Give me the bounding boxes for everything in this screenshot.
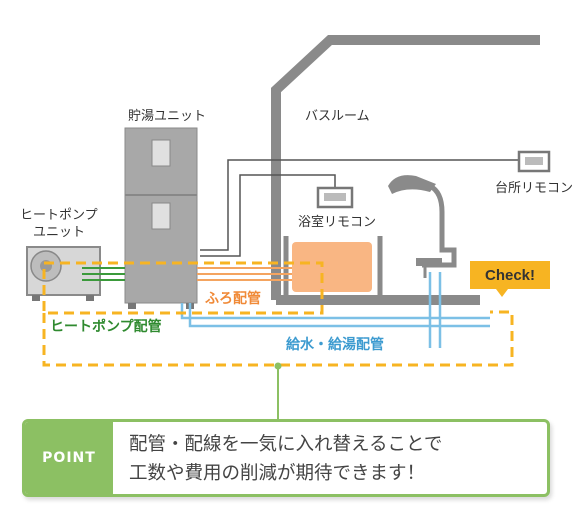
shower-pipe [422, 183, 457, 268]
storage-unit-window-top [151, 139, 171, 167]
bathroom-wall [271, 35, 540, 300]
point-text-line1: 配管・配線を一気に入れ替えることで [129, 434, 443, 455]
faucet [416, 258, 442, 266]
furo-pipe-label: ふろ配管 [205, 291, 261, 307]
storage-unit-window-bottom [151, 202, 171, 230]
bath-water [292, 242, 372, 292]
highlight-inner [42, 261, 324, 315]
bath-remote-label: 浴室リモコン [298, 215, 377, 230]
kitchen-remote-wire [200, 159, 534, 251]
heat-pump-label-line1: ヒートポンプ [20, 208, 98, 223]
bath-remote-wire [200, 174, 336, 257]
bathroom-label: バスルーム [305, 109, 370, 124]
shower-head-icon [388, 175, 436, 194]
check-badge: Check! [470, 261, 550, 289]
bath-remote-screen [324, 193, 346, 201]
check-badge-tail [496, 289, 508, 297]
kitchen-remote-screen [525, 157, 543, 165]
water-pipe-2 [188, 303, 490, 328]
heat-pump-label-line2: ユニット [33, 225, 86, 240]
point-text: 配管・配線を一気に入れ替えることで 工数や費用の削減が期待できます！ [129, 430, 539, 488]
point-box: POINT 配管・配線を一気に入れ替えることで 工数や費用の削減が期待できます！ [22, 419, 550, 497]
water-pipe-label: 給水・給湯配管 [286, 337, 384, 353]
point-text-line2: 工数や費用の削減が期待できます！ [129, 463, 426, 484]
heat-pump-foot-left [32, 295, 40, 301]
point-tag: POINT [25, 422, 113, 494]
highlight-outer [42, 310, 514, 367]
kitchen-remote-label: 台所リモコン [495, 181, 574, 196]
heat-pump-pipe-label: ヒートポンプ配管 [50, 319, 162, 335]
storage-unit-label: 貯湯ユニット [128, 109, 207, 124]
water-pipe-1 [180, 303, 490, 320]
storage-unit-foot-left [128, 303, 136, 309]
heat-pump-foot-right [86, 295, 94, 301]
point-connector-dot [274, 362, 282, 370]
